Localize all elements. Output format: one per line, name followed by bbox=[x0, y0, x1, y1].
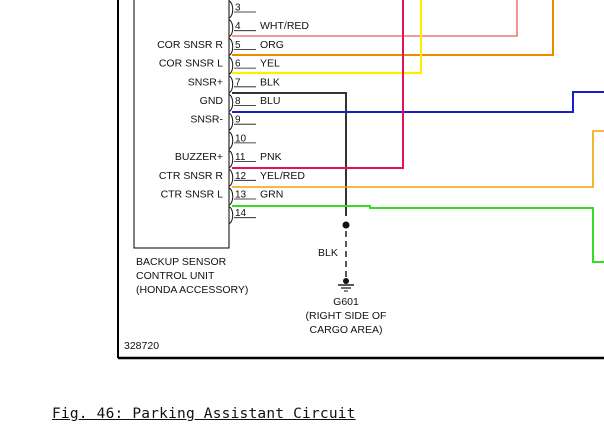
connector-cavity-11 bbox=[228, 150, 234, 169]
pin-number-11: 11 bbox=[235, 152, 246, 163]
wire-org bbox=[232, 0, 554, 56]
wire-blu bbox=[232, 91, 604, 113]
ground-location-line-2: CARGO AREA) bbox=[310, 324, 383, 336]
wire-color-label-5: ORG bbox=[260, 39, 284, 51]
signal-name-9: SNSR- bbox=[190, 114, 223, 126]
wire-blk bbox=[232, 92, 347, 216]
ground-wire-label: BLK bbox=[318, 247, 338, 259]
connector-cavity-5 bbox=[228, 37, 234, 56]
pin-number-14: 14 bbox=[235, 208, 247, 219]
connector-cavity-13 bbox=[228, 187, 234, 206]
wire-color-label-8: BLU bbox=[260, 95, 280, 107]
signal-name-5: COR SNSR R bbox=[157, 39, 223, 51]
pin-number-4: 4 bbox=[235, 21, 241, 32]
connector-cavity-8 bbox=[228, 94, 234, 112]
diagram-id-number: 328720 bbox=[124, 340, 159, 352]
connector-cavity-4 bbox=[228, 19, 234, 38]
wire-grn bbox=[232, 205, 604, 263]
pin-number-8: 8 bbox=[235, 96, 241, 107]
control-unit-box bbox=[133, 0, 230, 249]
ground-name: G601 bbox=[333, 296, 359, 308]
connector-cavity-3 bbox=[228, 0, 234, 19]
signal-name-11: BUZZER+ bbox=[175, 151, 223, 163]
pin-number-10: 10 bbox=[235, 133, 247, 144]
wire-color-label-7: BLK bbox=[260, 76, 280, 88]
wire-color-label-6: YEL bbox=[260, 58, 280, 70]
connector-cavity-6 bbox=[228, 56, 234, 75]
connector-cavity-14 bbox=[228, 206, 234, 225]
unit-label-line-2: CONTROL UNIT bbox=[136, 270, 215, 282]
diagram-frame bbox=[117, 0, 604, 360]
ground-dot bbox=[343, 278, 349, 284]
figure-caption: Fig. 46: Parking Assistant Circuit bbox=[52, 406, 356, 422]
wires bbox=[232, 0, 604, 263]
pin-number-9: 9 bbox=[235, 115, 241, 126]
pin-number-7: 7 bbox=[235, 77, 241, 88]
signal-name-13: CTR SNSR L bbox=[161, 189, 224, 201]
connector-cavity-9 bbox=[228, 112, 234, 131]
unit-label-line-3: (HONDA ACCESSORY) bbox=[136, 284, 248, 296]
wire-color-label-12: YEL/RED bbox=[260, 170, 305, 182]
signal-name-7: SNSR+ bbox=[188, 76, 223, 88]
wire-pnk bbox=[232, 0, 404, 169]
ground-location-line-1: (RIGHT SIDE OF bbox=[306, 310, 387, 322]
wire-color-label-11: PNK bbox=[260, 151, 282, 163]
pin-number-5: 5 bbox=[235, 40, 241, 51]
ground-symbol bbox=[338, 221, 354, 292]
connector-cavity-7 bbox=[228, 75, 234, 94]
wire-color-label-13: GRN bbox=[260, 189, 283, 201]
wire-yel bbox=[232, 0, 423, 75]
pin-number-6: 6 bbox=[235, 59, 241, 70]
pin-number-12: 12 bbox=[235, 171, 247, 182]
wire-yel-red bbox=[232, 130, 604, 188]
wire-wht-red bbox=[232, 0, 518, 37]
junction-dot bbox=[342, 221, 350, 229]
signal-name-12: CTR SNSR R bbox=[159, 170, 224, 182]
pin-number-13: 13 bbox=[235, 190, 247, 201]
connector-cavity-12 bbox=[228, 168, 234, 187]
wire-color-label-4: WHT/RED bbox=[260, 20, 309, 32]
pin-number-3: 3 bbox=[235, 3, 241, 14]
signal-name-6: COR SNSR L bbox=[159, 58, 223, 70]
unit-label-line-1: BACKUP SENSOR bbox=[136, 256, 227, 268]
connector-cavity-10 bbox=[228, 131, 234, 150]
signal-name-8: GND bbox=[200, 95, 224, 107]
